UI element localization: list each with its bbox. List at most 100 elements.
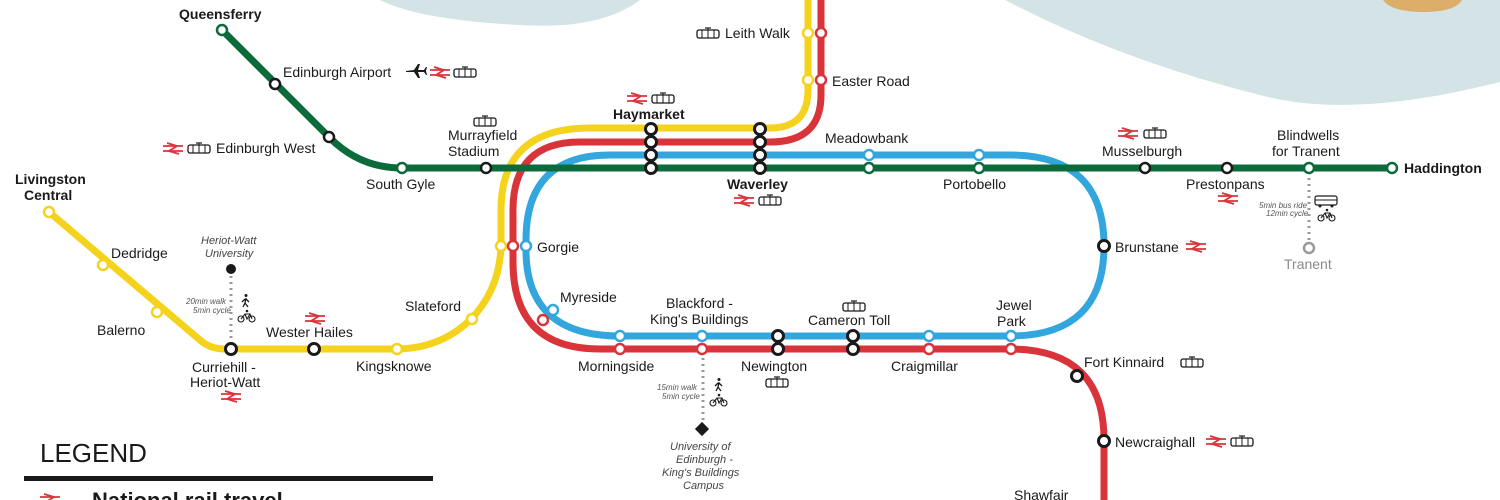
tram-icon (651, 92, 675, 104)
station-craigmillar-red[interactable] (922, 342, 936, 356)
blue-line (522, 151, 1108, 340)
station-musselburgh[interactable] (1138, 161, 1152, 175)
legend-rule (24, 476, 433, 481)
station-dedridge[interactable] (96, 258, 110, 272)
label-tranent: Tranent (1284, 256, 1332, 272)
station-murrayfield[interactable] (479, 161, 493, 175)
label-shawfair: Shawfair (1014, 487, 1069, 500)
station-fort-kinnaird[interactable] (1070, 369, 1084, 383)
station-edinburgh-airport[interactable] (268, 77, 282, 91)
station-tranent[interactable] (1302, 241, 1316, 255)
label-waverley: Waverley (727, 176, 788, 192)
rail-icon (1117, 127, 1139, 140)
station-portobello-blue[interactable] (972, 148, 986, 162)
university-node-hw[interactable] (226, 264, 236, 274)
label-blackford-1: Blackford - (666, 295, 733, 311)
station-wester-hailes[interactable] (307, 342, 321, 356)
station-morningside-blue[interactable] (613, 329, 627, 343)
label-dedridge: Dedridge (111, 245, 168, 261)
station-livingston-central[interactable] (42, 205, 56, 219)
station-haymarket-yellow[interactable] (644, 122, 658, 136)
station-haymarket-red[interactable] (644, 135, 658, 149)
station-meadowbank-blue[interactable] (862, 148, 876, 162)
station-myreside-blue[interactable] (546, 303, 560, 317)
university-node-kb[interactable] (694, 421, 710, 437)
bus-icon (1314, 195, 1338, 209)
station-blackford-red[interactable] (695, 342, 709, 356)
station-newcraighall[interactable] (1097, 434, 1111, 448)
label-morningside: Morningside (578, 358, 654, 374)
label-livingston-2: Central (24, 187, 72, 203)
label-murrayfield-2: Stadium (448, 143, 499, 159)
station-jewel-park-blue[interactable] (1004, 329, 1018, 343)
station-gorgie-red[interactable] (506, 239, 520, 253)
note-kb-walk: 15min walk (657, 383, 698, 392)
station-meadowbank-green[interactable] (862, 161, 876, 175)
label-jewel-2: Park (997, 313, 1027, 329)
station-edinburgh-west[interactable] (322, 130, 336, 144)
red-line (509, 0, 1108, 500)
tram-icon (473, 115, 497, 127)
label-hw-university-2: University (205, 248, 255, 260)
station-waverley-red[interactable] (753, 135, 767, 149)
label-newington: Newington (741, 358, 807, 374)
station-portobello[interactable] (972, 161, 986, 175)
label-hw-university-1: Heriot-Watt (201, 235, 257, 247)
tram-icon (1230, 435, 1254, 447)
station-leith-walk-red[interactable] (814, 26, 828, 40)
station-blackford-blue[interactable] (695, 329, 709, 343)
station-kingsknowe[interactable] (390, 342, 404, 356)
station-south-gyle[interactable] (395, 161, 409, 175)
walk-connectors (229, 172, 1311, 428)
label-kb-uni-3: King's Buildings (662, 467, 740, 479)
station-waverley-green[interactable] (753, 161, 767, 175)
station-easter-road-red[interactable] (814, 73, 828, 87)
station-waverley-yellow[interactable] (753, 122, 767, 136)
label-blackford-2: King's Buildings (650, 311, 748, 327)
station-easter-road-yellow[interactable] (801, 73, 815, 87)
station-jewel-park-red[interactable] (1004, 342, 1018, 356)
station-waverley-blue[interactable] (753, 148, 767, 162)
label-fort-kinnaird: Fort Kinnaird (1084, 354, 1164, 370)
legend-title: LEGEND (40, 438, 147, 468)
bike-icon (709, 393, 728, 407)
tram-icon (187, 142, 211, 154)
tram-icon (758, 194, 782, 206)
label-kb-uni-2: Edinburgh - (676, 454, 733, 466)
station-haymarket-green[interactable] (644, 161, 658, 175)
label-curriehill-1: Curriehill - (192, 359, 256, 375)
station-haddington[interactable] (1385, 161, 1399, 175)
station-labels: Queensferry Edinburgh Airport Edinburgh … (15, 6, 1482, 500)
station-cameron-toll-blue[interactable] (846, 329, 860, 343)
station-newington-blue[interactable] (771, 329, 785, 343)
station-balerno[interactable] (150, 305, 164, 319)
station-myreside-red[interactable] (536, 313, 550, 327)
label-cameron-toll: Cameron Toll (808, 312, 890, 328)
label-haddington: Haddington (1404, 160, 1482, 176)
plane-icon (406, 64, 427, 78)
stations-blue (519, 148, 1111, 343)
bike-icon (237, 309, 256, 323)
water-body-firth (380, 0, 640, 26)
station-gorgie-blue[interactable] (519, 239, 533, 253)
station-blindwells[interactable] (1302, 161, 1316, 175)
station-curriehill[interactable] (224, 342, 238, 356)
station-morningside-red[interactable] (613, 342, 627, 356)
label-kb-uni-1: University of (670, 441, 731, 453)
label-livingston-1: Livingston (15, 171, 86, 187)
station-craigmillar-blue[interactable] (922, 329, 936, 343)
station-prestonpans[interactable] (1220, 161, 1234, 175)
label-myreside: Myreside (560, 289, 617, 305)
station-cameron-toll-red[interactable] (846, 342, 860, 356)
station-brunstane[interactable] (1097, 239, 1111, 253)
station-haymarket-blue[interactable] (644, 148, 658, 162)
label-south-gyle: South Gyle (366, 176, 435, 192)
interchange-stations (644, 122, 860, 356)
station-newington-red[interactable] (771, 342, 785, 356)
station-gorgie-yellow[interactable] (494, 239, 508, 253)
station-slateford[interactable] (465, 312, 479, 326)
station-leith-walk-yellow[interactable] (801, 26, 815, 40)
station-queensferry[interactable] (215, 23, 229, 37)
stations-red (506, 26, 1111, 448)
